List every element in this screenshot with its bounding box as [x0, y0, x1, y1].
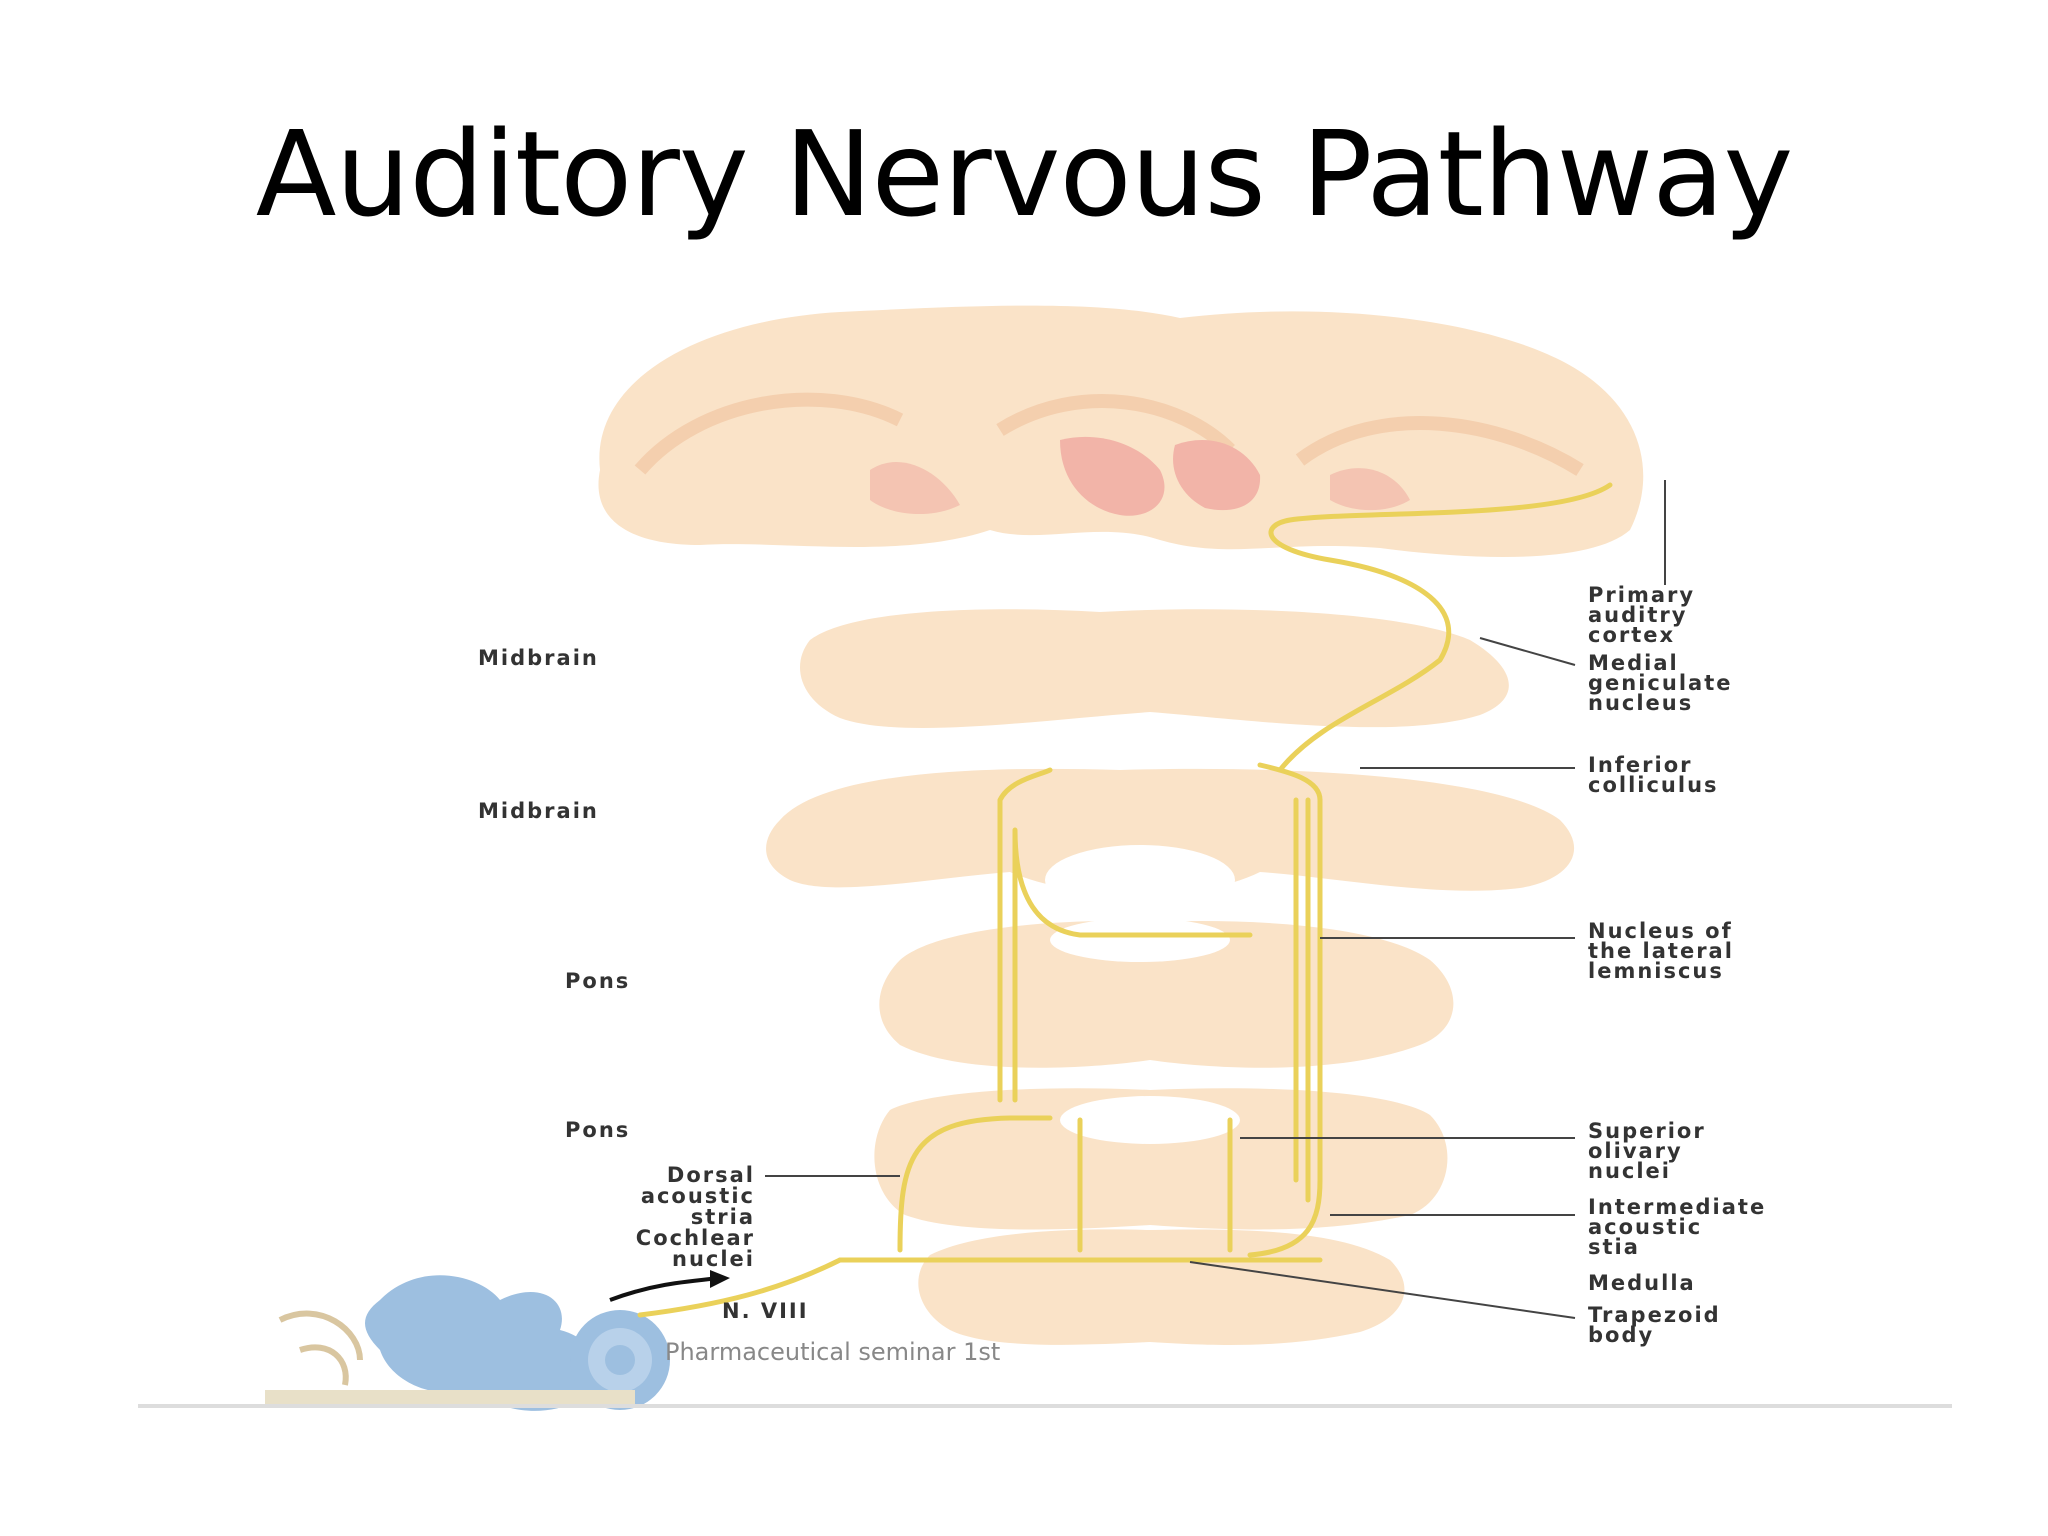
- label-trapezoid-body: Trapezoid body: [1588, 1303, 1721, 1347]
- figure-caption-strip: [265, 1390, 635, 1404]
- label-superior-olivary-nuclei: Superior olivary nuclei: [1588, 1119, 1706, 1183]
- svg-text:nuclei: nuclei: [1588, 1159, 1671, 1183]
- svg-text:stia: stia: [1588, 1235, 1640, 1259]
- label-intermediate-acoustic-stria: Intermediate acoustic stia: [1588, 1195, 1766, 1259]
- svg-text:stria: stria: [691, 1205, 755, 1229]
- svg-text:body: body: [1588, 1323, 1654, 1347]
- auditory-tracts: [637, 482, 1613, 1318]
- svg-text:Intermediate: Intermediate: [1588, 1195, 1766, 1219]
- svg-text:the lateral: the lateral: [1588, 939, 1734, 963]
- midbrain-upper-section: [800, 609, 1509, 728]
- svg-text:cortex: cortex: [1588, 623, 1675, 647]
- svg-text:Primary: Primary: [1588, 583, 1695, 607]
- svg-text:acoustic: acoustic: [1588, 1215, 1702, 1239]
- page-title: Auditory Nervous Pathway: [255, 105, 1794, 243]
- svg-text:olivary: olivary: [1588, 1139, 1683, 1163]
- medulla-section: [918, 1229, 1405, 1345]
- pons-lower-section: [874, 1088, 1448, 1230]
- svg-text:geniculate: geniculate: [1588, 671, 1732, 695]
- svg-text:Dorsal: Dorsal: [667, 1163, 755, 1187]
- label-nerve-viii: N. VIII: [722, 1299, 809, 1323]
- fourth-ventricle: [1050, 918, 1230, 962]
- label-pons-lower: Pons: [565, 1118, 630, 1142]
- midbrain-lower-section: [766, 768, 1575, 895]
- label-medulla: Medulla: [1588, 1271, 1696, 1295]
- label-nucleus-lateral-lemniscus: Nucleus of the lateral lemniscus: [1588, 919, 1734, 983]
- leader-lines: [609, 480, 1666, 1319]
- pons-ventricle: [1060, 1096, 1240, 1144]
- inner-ear-cochlea: [278, 1275, 670, 1411]
- svg-text:Nucleus of: Nucleus of: [1588, 919, 1733, 943]
- label-pons-upper: Pons: [565, 969, 630, 993]
- aqueduct: [1045, 845, 1235, 915]
- label-dorsal-acoustic-stria: Dorsal acoustic stria: [641, 1163, 755, 1229]
- watermark-text: Pharmaceutical seminar 1st: [665, 1338, 1000, 1366]
- svg-text:Inferior: Inferior: [1588, 753, 1692, 777]
- svg-text:Medial: Medial: [1588, 651, 1679, 675]
- cerebrum-section: [598, 305, 1644, 557]
- svg-text:Cochlear: Cochlear: [636, 1226, 755, 1250]
- svg-text:nucleus: nucleus: [1588, 691, 1693, 715]
- svg-text:auditry: auditry: [1588, 603, 1687, 627]
- label-inferior-colliculus: Inferior colliculus: [1588, 753, 1719, 797]
- label-medial-geniculate-nucleus: Medial geniculate nucleus: [1588, 651, 1732, 715]
- svg-text:Trapezoid: Trapezoid: [1588, 1303, 1721, 1327]
- svg-text:Superior: Superior: [1588, 1119, 1706, 1143]
- svg-text:colliculus: colliculus: [1588, 773, 1719, 797]
- label-midbrain-lower: Midbrain: [478, 799, 599, 823]
- label-cochlear-nuclei: Cochlear nuclei: [636, 1226, 755, 1271]
- svg-text:lemniscus: lemniscus: [1588, 959, 1724, 983]
- label-midbrain-upper: Midbrain: [478, 646, 599, 670]
- label-primary-auditory-cortex: Primary auditry cortex: [1588, 583, 1695, 647]
- svg-text:acoustic: acoustic: [641, 1184, 755, 1208]
- svg-text:nuclei: nuclei: [672, 1247, 755, 1271]
